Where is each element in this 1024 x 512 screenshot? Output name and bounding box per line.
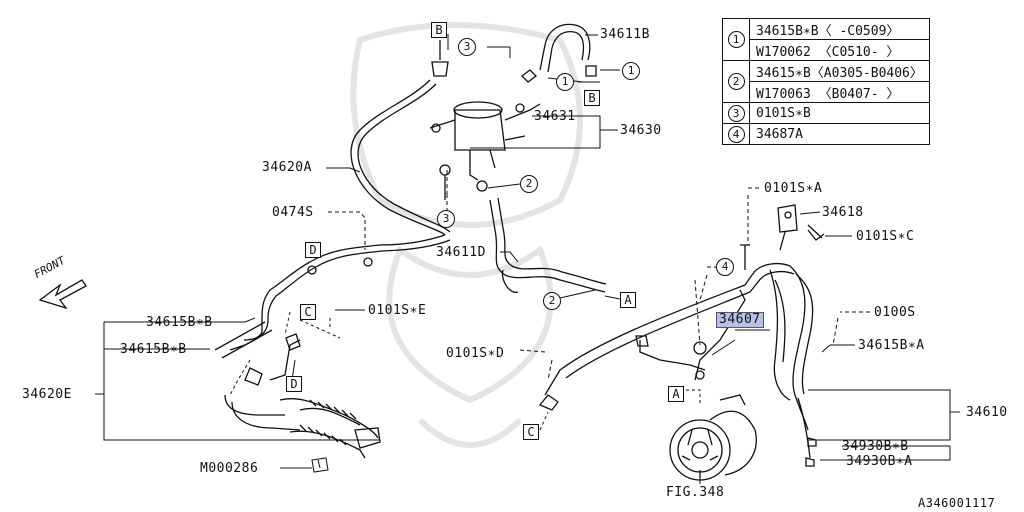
marker-B-2: B — [584, 90, 600, 106]
ref-row-3: 0101S∗B — [749, 102, 930, 124]
front-arrow — [38, 279, 87, 310]
label-34611B: 34611B — [600, 27, 650, 42]
label-0474S: 0474S — [272, 205, 314, 220]
label-34620A: 34620A — [262, 160, 312, 175]
hose-34611D — [476, 180, 607, 293]
power-steering-pump — [669, 394, 757, 481]
label-34607-highlighted[interactable]: 34607 — [716, 312, 764, 328]
ref-row-4: 34687A — [749, 123, 930, 145]
label-34615B-B-1: 34615B∗B — [146, 315, 213, 330]
hose-assembly-34610 — [538, 244, 817, 467]
label-34930B-B: 34930B∗B — [842, 439, 909, 454]
marker-circle-3b: 3 — [437, 210, 455, 228]
label-34615B-B-2: 34615B∗B — [120, 342, 187, 357]
label-34610: 34610 — [966, 405, 1008, 420]
diagram-code: A346001117 — [918, 496, 996, 510]
marker-D-2: D — [286, 376, 302, 392]
label-0101S-E: 0101S∗E — [368, 303, 427, 318]
label-34630: 34630 — [620, 123, 662, 138]
label-34611D: 34611D — [436, 245, 486, 260]
label-0101S-A: 0101S∗A — [764, 181, 823, 196]
watermark-emblem — [350, 22, 583, 448]
marker-B-1: B — [431, 22, 447, 38]
label-34618: 34618 — [822, 205, 864, 220]
hose-34620A — [261, 40, 451, 321]
label-34930B-A: 34930B∗A — [846, 454, 913, 469]
marker-circle-2b: 2 — [543, 292, 561, 310]
marker-D-1: D — [305, 242, 321, 258]
label-M000286: M000286 — [200, 461, 259, 476]
ref-row-1b: W170062 〈C0510- 〉 — [749, 39, 930, 61]
ref-row-1a: 34615B∗B〈 -C0509〉 — [749, 18, 930, 40]
ref-num-1: 1 — [727, 31, 745, 48]
ref-num-4: 4 — [727, 125, 745, 143]
marker-A-1: A — [620, 292, 636, 308]
label-0101S-C: 0101S∗C — [856, 229, 915, 244]
reservoir-34631 — [429, 101, 541, 181]
marker-C-2: C — [523, 424, 539, 440]
ref-row-2b: W170063 〈B0407- 〉 — [749, 81, 930, 103]
label-0100S: 0100S — [874, 305, 916, 320]
label-34620E: 34620E — [22, 387, 72, 402]
leader-lines — [95, 34, 960, 484]
label-0101S-D: 0101S∗D — [446, 346, 505, 361]
marker-circle-3a: 3 — [458, 38, 476, 56]
label-34631: 34631 — [534, 109, 576, 124]
label-34615B-A: 34615B∗A — [858, 338, 925, 353]
marker-circle-1a: 1 — [556, 73, 574, 91]
marker-A-2: A — [668, 386, 684, 402]
marker-C-1: C — [300, 304, 316, 320]
marker-circle-4: 4 — [716, 258, 734, 276]
ref-num-2: 2 — [727, 73, 745, 90]
ref-row-2a: 34615∗B〈A0305-B0406〉 — [749, 60, 930, 82]
cooler-34620E — [214, 319, 381, 459]
ref-num-3: 3 — [727, 104, 745, 122]
marker-circle-2a: 2 — [520, 175, 538, 193]
hose-34611B — [521, 23, 597, 83]
marker-circle-1b: 1 — [622, 62, 640, 80]
bracket-34618 — [777, 204, 825, 251]
label-fig-348: FIG.348 — [666, 485, 725, 500]
